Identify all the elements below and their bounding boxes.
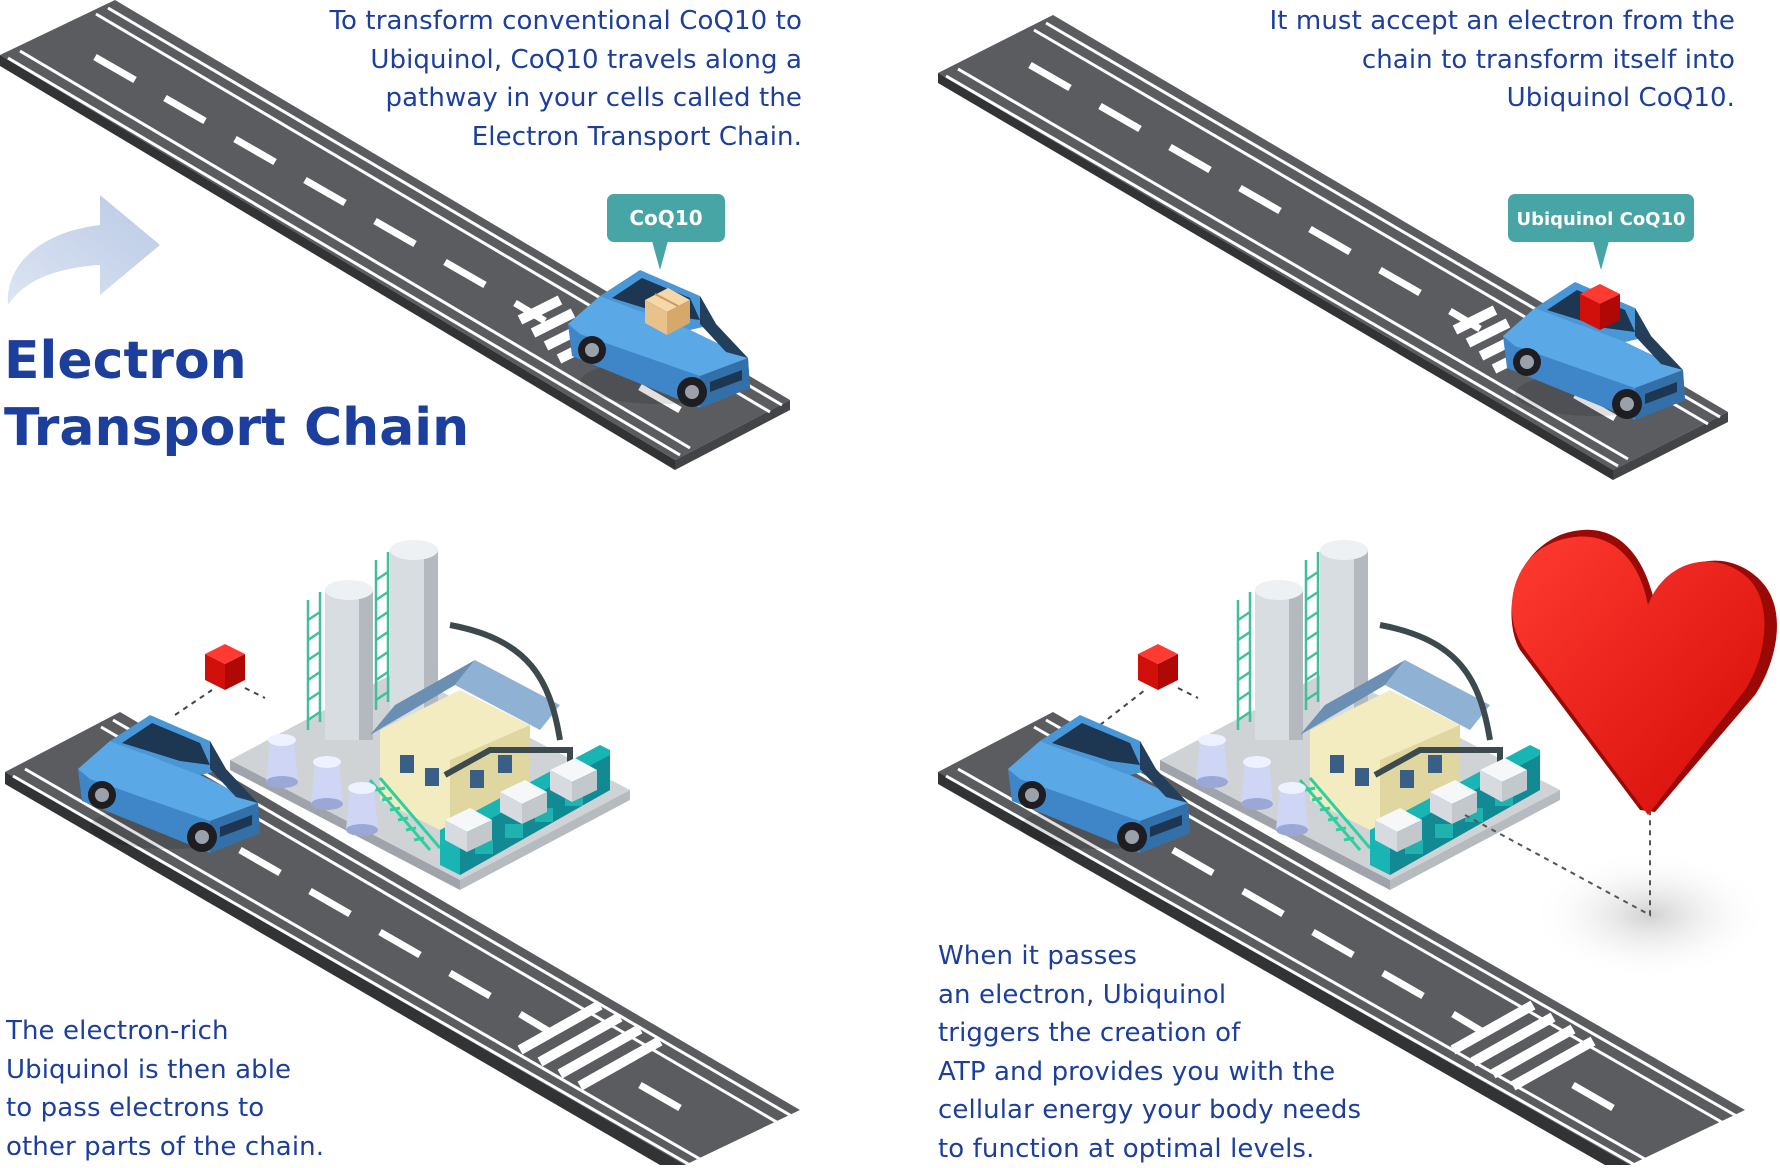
electron-path-line	[1099, 687, 1199, 726]
coq10-bubble: CoQ10	[607, 194, 725, 270]
red-cube-icon	[205, 644, 245, 690]
electron-path-line	[174, 687, 266, 716]
red-cube-icon	[1138, 644, 1178, 690]
caption-bottom-left: The electron-rich Ubiquinol is then able…	[6, 1016, 325, 1162]
box-icon	[645, 288, 690, 335]
caption-top-right: It must accept an electron from the chai…	[1269, 6, 1735, 113]
ubiquinol-bubble-label: Ubiquinol CoQ10	[1516, 209, 1685, 230]
curved-arrow-icon	[7, 195, 160, 305]
heart-link-line	[1464, 790, 1651, 917]
coq10-bubble-label: CoQ10	[629, 206, 702, 230]
crosswalk-bottom-right	[1450, 1000, 1596, 1091]
caption-bottom-right: When it passes an electron, Ubiquinol tr…	[938, 941, 1362, 1164]
crosswalk-bottom-left	[517, 1000, 663, 1091]
heart-icon	[1511, 529, 1777, 815]
ubiquinol-bubble: Ubiquinol CoQ10	[1508, 194, 1694, 270]
page-title: Electron Transport Chain	[4, 331, 470, 458]
caption-top-left: To transform conventional CoQ10 to Ubiqu…	[329, 6, 802, 152]
